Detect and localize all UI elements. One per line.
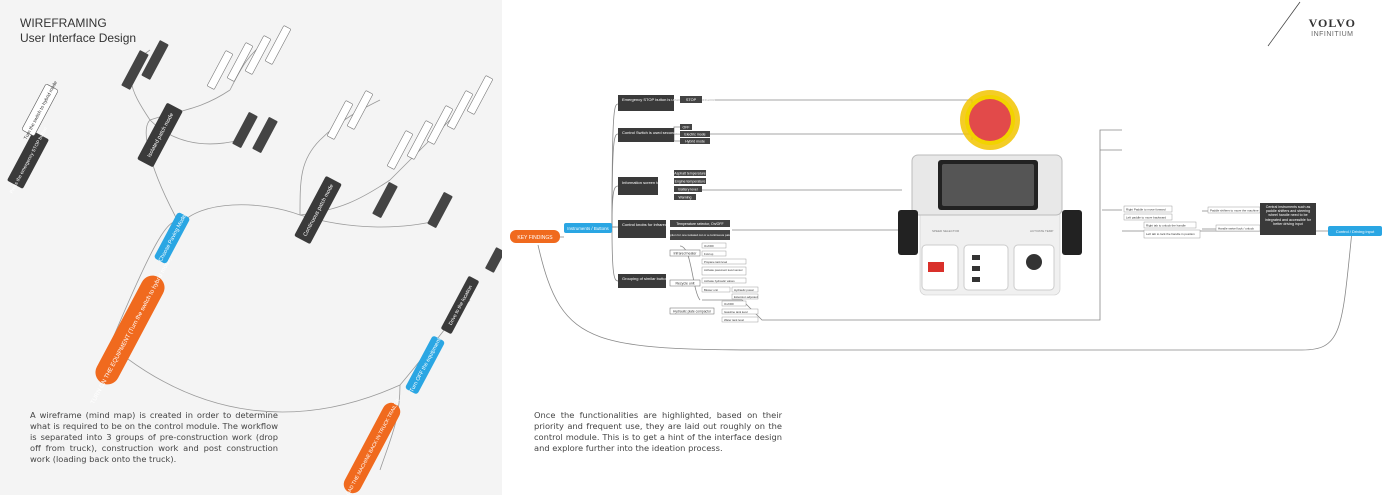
svg-text:Propane tank level: Propane tank level bbox=[704, 260, 728, 264]
title-line-2: User Interface Design bbox=[20, 31, 137, 45]
svg-text:On/OFF: On/OFF bbox=[704, 244, 714, 248]
svg-text:Activate pavement level sensor: Activate pavement level sensor bbox=[704, 268, 743, 272]
svg-text:Right Paddle to move forward: Right Paddle to move forward bbox=[1126, 208, 1166, 212]
node-isolated-patch: Isolated patch mode bbox=[137, 103, 183, 167]
mindmap-center-node: TURN ON THE EQUIPMENT (Turn the switch t… bbox=[90, 256, 173, 405]
svg-text:TURN ON THE EQUIPMENT (Turn th: TURN ON THE EQUIPMENT (Turn the switch t… bbox=[90, 256, 173, 405]
svg-text:Control Switch is used second: Control Switch is used second frequently bbox=[622, 130, 694, 135]
svg-text:Blower unit: Blower unit bbox=[704, 288, 718, 292]
findings-canvas: KEY FINDINGS Instruments / Buttons Emerg… bbox=[510, 1, 1382, 351]
branch-turn-off: Turn OFF the equipment bbox=[405, 336, 445, 394]
grouping-detail-labels: On/OFF Fold up Propane tank level Activa… bbox=[704, 244, 758, 322]
finding-info-screen: Information screen to provide input Asph… bbox=[618, 170, 706, 200]
svg-text:ACTIVATE TEMP: ACTIVATE TEMP bbox=[1030, 229, 1053, 233]
svg-text:On/OFF: On/OFF bbox=[724, 302, 734, 306]
svg-text:STOP: STOP bbox=[686, 98, 697, 102]
svg-text:Water tank level: Water tank level bbox=[724, 318, 744, 322]
branch-paving-mode: Choose Paving Mode bbox=[154, 212, 190, 264]
node-hybrid-mode: Turn the switch to hybrid mode bbox=[22, 80, 59, 141]
svg-text:Hydraulic power: Hydraulic power bbox=[734, 288, 754, 292]
node-continuous-patch: Continuous patch mode bbox=[294, 176, 342, 244]
svg-text:Asphalt temperature: Asphalt temperature bbox=[674, 172, 706, 176]
svg-text:LOAD THE MACHINE BACK IN TRUCK: LOAD THE MACHINE BACK IN TRUCK TRAILER bbox=[344, 397, 402, 495]
svg-text:SPEED SELECTOR: SPEED SELECTOR bbox=[932, 229, 960, 233]
left-panel: WIREFRAMING User Interface Design TURN O… bbox=[0, 0, 502, 495]
svg-text:Handle swivel lock / unlock: Handle swivel lock / unlock bbox=[1218, 227, 1254, 231]
instruments-hub-node bbox=[564, 223, 612, 233]
svg-text:Temperature selector, On/OFF: Temperature selector, On/OFF bbox=[676, 222, 723, 226]
svg-text:KEY FINDINGS: KEY FINDINGS bbox=[517, 235, 553, 241]
svg-text:Left paddle to move backward: Left paddle to move backward bbox=[1126, 216, 1166, 220]
node-drive-location: Drive to the location bbox=[441, 276, 479, 334]
svg-text:Engine temperature: Engine temperature bbox=[675, 180, 706, 184]
key-findings-node bbox=[510, 230, 560, 243]
svg-text:Recycle unit: Recycle unit bbox=[675, 282, 694, 286]
svg-text:Information screen to provide: Information screen to provide input bbox=[622, 180, 684, 185]
title-line-1: WIREFRAMING bbox=[20, 16, 107, 30]
branch-load-machine: LOAD THE MACHINE BACK IN TRUCK TRAILER bbox=[343, 397, 402, 495]
svg-text:Extension adjusted: Extension adjusted bbox=[734, 295, 758, 299]
svg-text:Gasoline tank level: Gasoline tank level bbox=[724, 310, 748, 314]
svg-text:Fold up: Fold up bbox=[704, 252, 714, 256]
finding-grouping: Grouping of similar buttons Infrared hea… bbox=[618, 249, 715, 315]
svg-text:Emergency STOP button is used: Emergency STOP button is used the most f… bbox=[622, 97, 715, 102]
svg-text:Warning: Warning bbox=[679, 196, 692, 200]
svg-text:Choose Paving Mode: Choose Paving Mode bbox=[158, 214, 188, 263]
finding-control-switch: Control Switch is used second frequently… bbox=[618, 124, 710, 144]
svg-text:Infrared heater: Infrared heater bbox=[674, 252, 698, 256]
grouping-details bbox=[701, 242, 759, 323]
svg-text:OFF: OFF bbox=[683, 126, 690, 130]
svg-text:Hydraulic plate compactor: Hydraulic plate compactor bbox=[673, 310, 712, 314]
svg-text:Electric mode: Electric mode bbox=[684, 133, 705, 137]
left-description: A wireframe (mind map) is created in ord… bbox=[30, 410, 278, 464]
svg-text:Hybrid mode: Hybrid mode bbox=[685, 140, 705, 144]
svg-text:Paddle shifters to move the ma: Paddle shifters to move the machine bbox=[1210, 209, 1259, 213]
control-module: SPEED SELECTOR ACTIVATE TEMP bbox=[898, 154, 1082, 296]
svg-text:Activate hydraulic valves: Activate hydraulic valves bbox=[704, 279, 735, 283]
volvo-logo: VOLVO INFINITIUM bbox=[1308, 16, 1356, 38]
svg-text:Grouping of similar buttons: Grouping of similar buttons bbox=[622, 276, 670, 281]
svg-text:Battery level: Battery level bbox=[678, 188, 697, 192]
output-node: Control / Driving input bbox=[1328, 226, 1382, 236]
right-description: Once the functionalities are highlighted… bbox=[534, 410, 782, 453]
svg-text:Control / Driving input: Control / Driving input bbox=[1336, 229, 1375, 234]
mindmap-canvas: TURN ON THE EQUIPMENT (Turn the switch t… bbox=[7, 25, 502, 495]
svg-text:Option for one isolated cut or: Option for one isolated cut or a continu… bbox=[668, 233, 733, 237]
svg-text:Instruments / Buttons: Instruments / Buttons bbox=[567, 226, 609, 231]
finding-control-knobs: Control knobs for infrared heater and as… bbox=[618, 220, 734, 240]
summary-node: Central instruments such as paddle shift… bbox=[1260, 203, 1316, 235]
svg-text:Left tab to lock the handle in: Left tab to lock the handle in position bbox=[1146, 232, 1195, 236]
emergency-stop-button bbox=[960, 90, 1020, 150]
right-panel: VOLVO INFINITIUM bbox=[502, 0, 1400, 495]
finding-stop: Emergency STOP button is used the most f… bbox=[618, 95, 715, 111]
right-notes: Right Paddle to move forward Left paddle… bbox=[1123, 205, 1261, 239]
svg-text:Turn OFF the equipment: Turn OFF the equipment bbox=[409, 337, 443, 393]
page-title: WIREFRAMING User Interface Design bbox=[20, 16, 136, 46]
svg-text:Right tab to unlock the handle: Right tab to unlock the handle bbox=[1146, 224, 1186, 228]
